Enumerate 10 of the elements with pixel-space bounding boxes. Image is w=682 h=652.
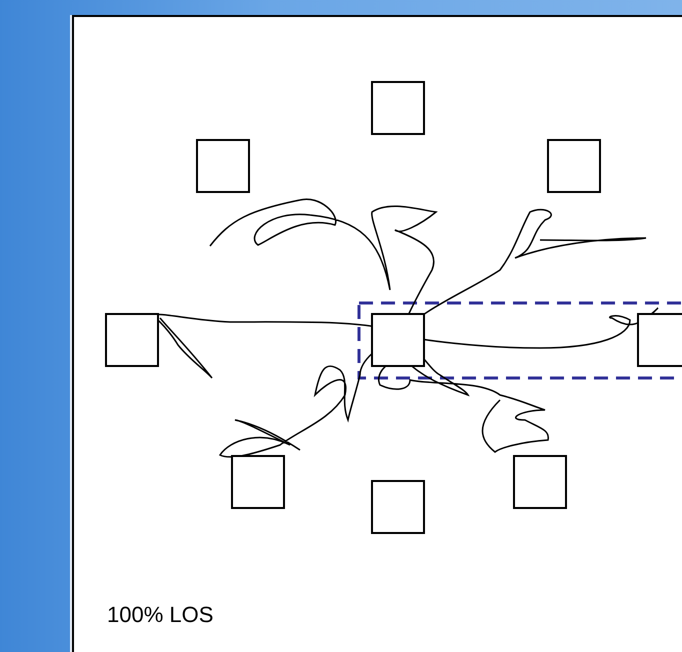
los-label: 100% LOS — [107, 602, 214, 628]
square-marker — [547, 139, 601, 193]
square-marker — [105, 313, 159, 367]
square-marker — [513, 455, 567, 509]
square-marker — [371, 81, 425, 135]
square-marker — [371, 313, 425, 367]
square-marker — [196, 139, 250, 193]
square-marker — [637, 313, 682, 367]
square-marker — [371, 480, 425, 534]
square-marker — [231, 455, 285, 509]
